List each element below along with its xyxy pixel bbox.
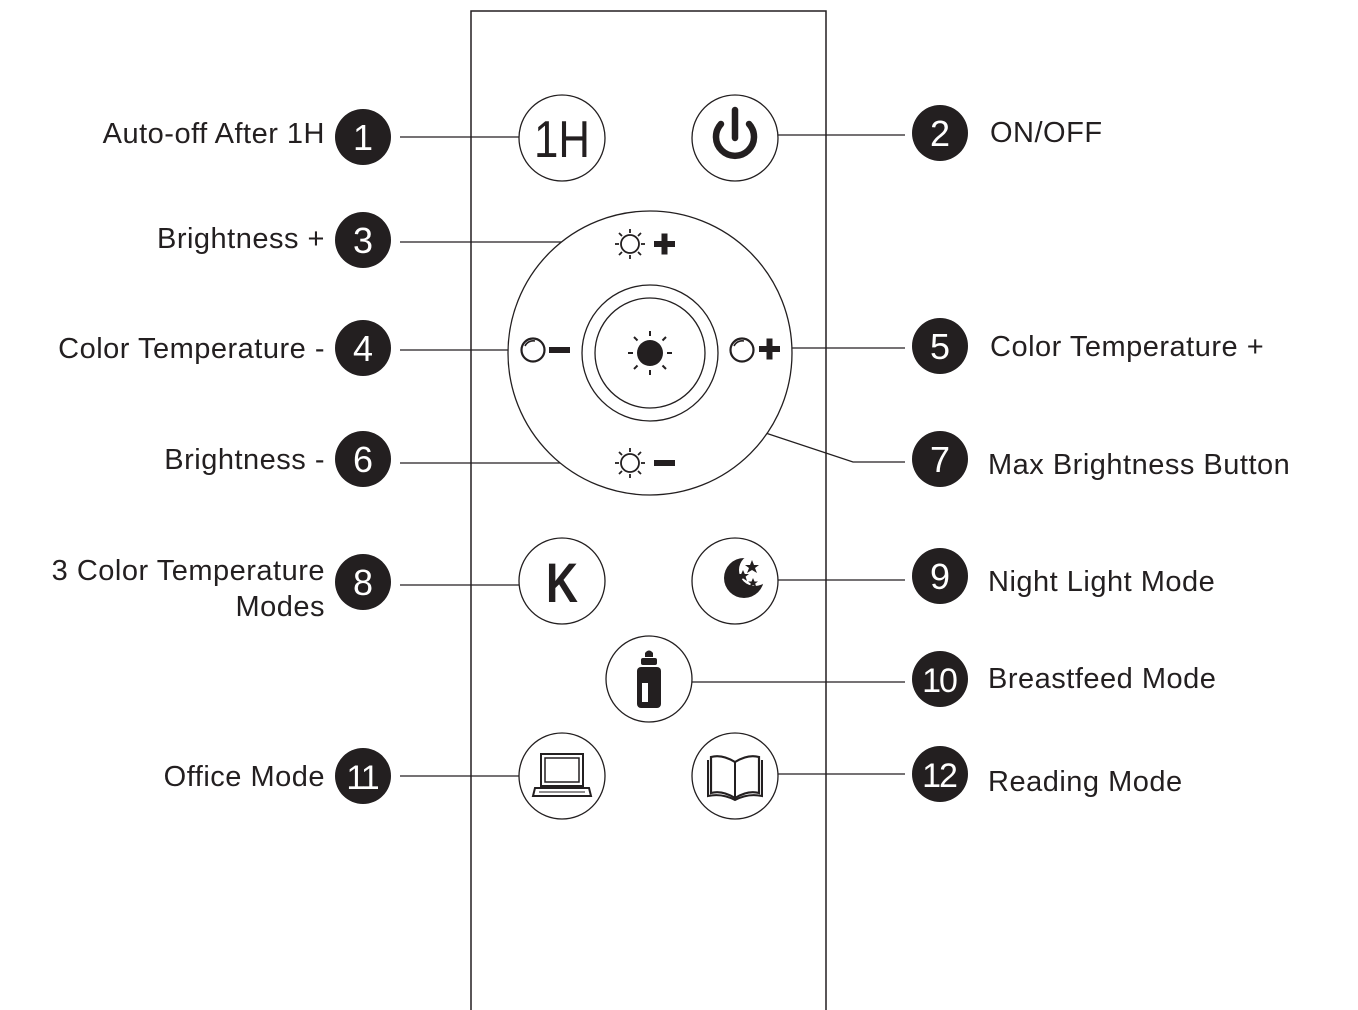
badge-3-number: 3 — [353, 220, 373, 261]
badge-10: 10 — [912, 651, 968, 707]
badge-6-number: 6 — [353, 439, 373, 480]
badge-10-number: 10 — [922, 662, 957, 700]
badge-11-number: 11 — [346, 759, 378, 797]
label-color-temp-down: Color Temperature - — [58, 333, 325, 365]
breastfeed-button[interactable] — [605, 635, 693, 723]
power-icon — [712, 106, 758, 160]
label-color-temp-up: Color Temperature + — [990, 331, 1264, 363]
badge-6: 6 — [335, 431, 391, 487]
badge-8: 8 — [335, 554, 391, 610]
circle-minus-icon — [520, 337, 570, 363]
badge-7: 7 — [912, 431, 968, 487]
badge-2: 2 — [912, 105, 968, 161]
badge-4: 4 — [335, 320, 391, 376]
badge-2-number: 2 — [930, 113, 950, 154]
badge-12-number: 12 — [922, 757, 957, 795]
badge-7-number: 7 — [930, 439, 950, 480]
label-on-off: ON/OFF — [990, 117, 1103, 149]
sun-plus-icon — [615, 229, 675, 259]
label-reading-mode: Reading Mode — [988, 766, 1183, 798]
color-modes-k-button[interactable]: K — [518, 537, 606, 625]
moon-stars-icon — [724, 554, 771, 598]
open-book-icon — [707, 755, 763, 802]
badge-9: 9 — [912, 548, 968, 604]
auto-off-1h-button[interactable]: 1H — [518, 94, 606, 182]
label-breastfeed: Breastfeed Mode — [988, 663, 1216, 695]
remote-body-outline — [470, 10, 827, 1010]
badge-8-number: 8 — [353, 562, 373, 603]
badge-1: 1 — [335, 109, 391, 165]
label-brightness-up: Brightness + — [157, 223, 325, 255]
badge-9-number: 9 — [930, 556, 950, 597]
reading-mode-button[interactable] — [691, 732, 779, 820]
label-color-modes-line2: Modes — [235, 591, 325, 623]
label-brightness-down: Brightness - — [164, 444, 325, 476]
badge-12: 12 — [912, 746, 968, 802]
color-temp-down-button[interactable] — [514, 330, 576, 370]
label-office-mode: Office Mode — [164, 761, 325, 793]
sun-minus-icon — [615, 448, 675, 478]
sun-filled-icon — [628, 331, 672, 375]
badge-11: 11 — [335, 748, 391, 804]
timer-button-text: 1H — [534, 111, 590, 169]
laptop-icon — [531, 753, 593, 797]
max-brightness-button[interactable] — [581, 284, 719, 422]
label-color-modes-line1: 3 Color Temperature — [52, 555, 325, 587]
badge-1-number: 1 — [353, 117, 373, 158]
night-light-button[interactable] — [691, 537, 779, 625]
badge-5-number: 5 — [930, 326, 950, 367]
power-button[interactable] — [691, 94, 779, 182]
k-button-text: K — [546, 551, 578, 614]
office-mode-button[interactable] — [518, 732, 606, 820]
baby-bottle-icon — [637, 650, 661, 708]
brightness-down-button[interactable] — [600, 442, 690, 486]
badge-3: 3 — [335, 212, 391, 268]
brightness-up-button[interactable] — [600, 220, 690, 264]
badge-4-number: 4 — [353, 328, 373, 369]
badge-5: 5 — [912, 318, 968, 374]
circle-plus-icon — [729, 337, 780, 363]
label-night-light: Night Light Mode — [988, 566, 1215, 598]
color-temp-up-button[interactable] — [724, 330, 786, 370]
label-auto-off: Auto-off After 1H — [103, 118, 325, 150]
label-max-brightness: Max Brightness Button — [988, 449, 1290, 481]
